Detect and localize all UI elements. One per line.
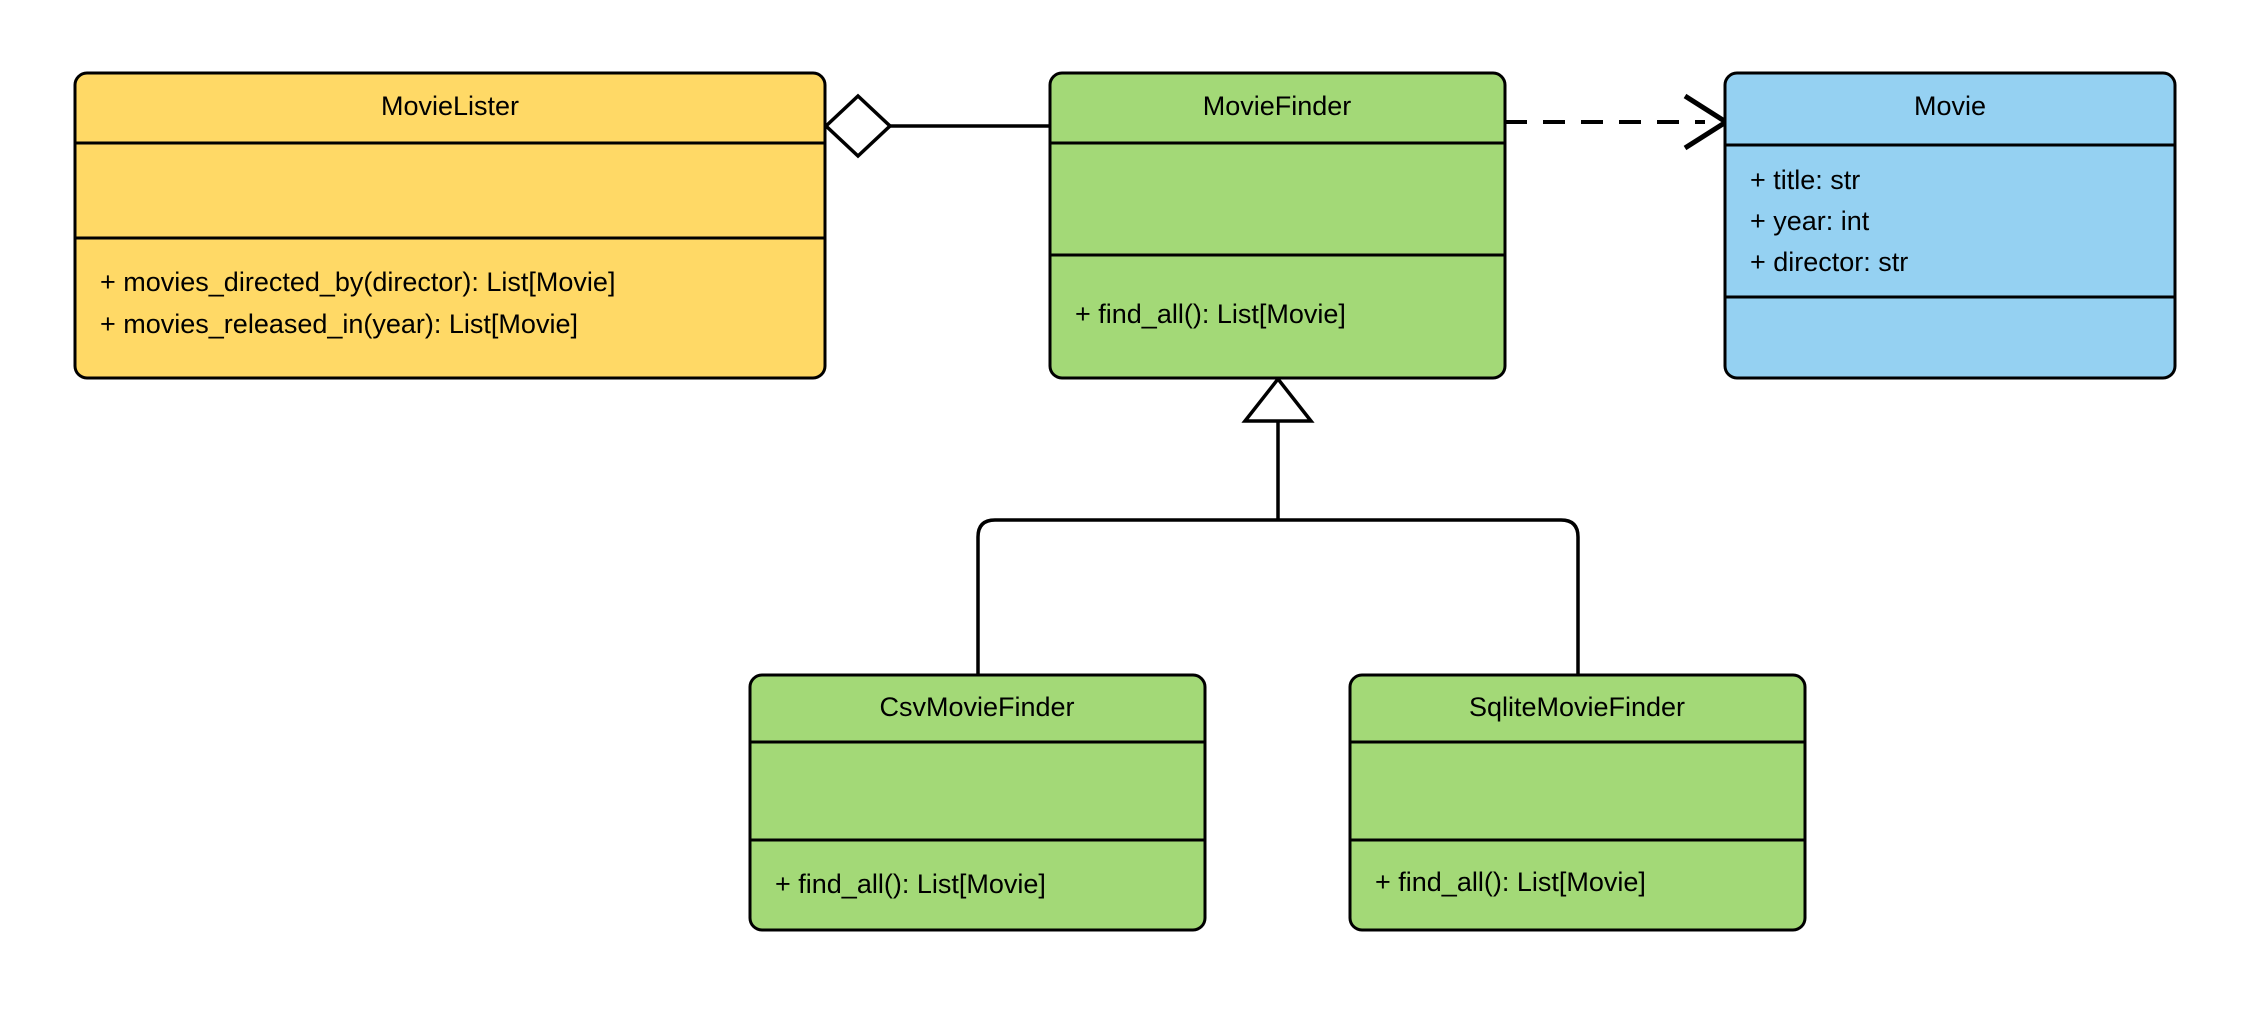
generalization-branch-csv	[976, 518, 1278, 675]
movie-attribute-0: + title: str	[1750, 165, 1860, 195]
open-arrow-icon	[1683, 93, 1731, 151]
relationship-generalization-tree[interactable]	[976, 376, 1580, 675]
moviefinder-method-0: + find_all(): List[Movie]	[1075, 299, 1346, 329]
csvmoviefinder-title: CsvMovieFinder	[879, 692, 1074, 722]
movie-title: Movie	[1914, 91, 1986, 121]
sqlitemoviefinder-title: SqliteMovieFinder	[1469, 692, 1685, 722]
moviefinder-title: MovieFinder	[1203, 91, 1352, 121]
relationship-aggregation-lister-finder[interactable]	[823, 93, 1050, 159]
movie-attribute-1: + year: int	[1750, 206, 1870, 236]
hollow-triangle-icon	[1241, 376, 1315, 423]
hollow-diamond-icon	[823, 93, 893, 159]
class-box-sqlitemoviefinder[interactable]: SqliteMovieFinder + find_all(): List[Mov…	[1348, 673, 1807, 932]
sqlitemoviefinder-method-0: + find_all(): List[Movie]	[1375, 867, 1646, 897]
movie-frame	[1723, 71, 2177, 380]
relationship-dependency-finder-movie[interactable]	[1505, 93, 1731, 151]
movie-attribute-2: + director: str	[1750, 247, 1908, 277]
csvmoviefinder-frame	[748, 673, 1207, 932]
class-box-csvmoviefinder[interactable]: CsvMovieFinder + find_all(): List[Movie]	[748, 673, 1207, 932]
sqlitemoviefinder-frame	[1348, 673, 1807, 932]
generalization-branch-sqlite	[1278, 518, 1580, 675]
class-box-movie[interactable]: Movie + title: str + year: int + directo…	[1723, 71, 2177, 380]
movielister-title: MovieLister	[381, 91, 519, 121]
moviefinder-frame	[1048, 71, 1507, 380]
movielister-method-0: + movies_directed_by(director): List[Mov…	[100, 267, 615, 297]
class-box-movielister[interactable]: MovieLister + movies_directed_by(directo…	[73, 71, 827, 380]
movielister-frame	[73, 71, 827, 380]
csvmoviefinder-method-0: + find_all(): List[Movie]	[775, 869, 1046, 899]
class-box-moviefinder[interactable]: MovieFinder + find_all(): List[Movie]	[1048, 71, 1507, 380]
movielister-method-1: + movies_released_in(year): List[Movie]	[100, 309, 578, 339]
